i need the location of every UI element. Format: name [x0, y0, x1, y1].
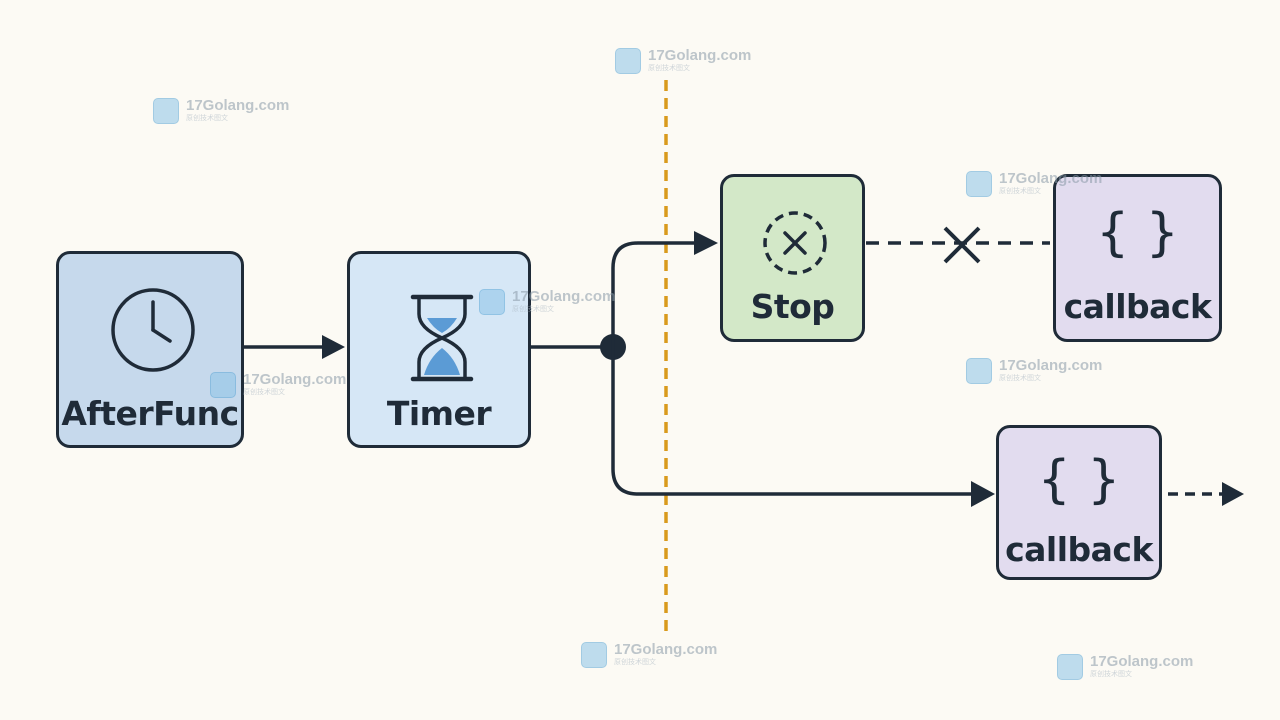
callback-fired-label: callback — [1005, 530, 1153, 569]
arrowhead-callback — [971, 481, 995, 507]
afterfunc-label: AfterFunc — [61, 394, 239, 433]
afterfunc-node: AfterFunc — [56, 251, 244, 448]
callback-fired-node: { } callback — [996, 425, 1162, 580]
stop-label: Stop — [750, 287, 835, 326]
stop-node: Stop — [720, 174, 865, 342]
cross-icon — [943, 226, 981, 264]
arrow-branch-to-callback — [611, 347, 973, 496]
timer-node: Timer — [347, 251, 531, 448]
clock-icon — [111, 288, 195, 372]
arrowhead-timer — [322, 335, 345, 359]
callback-cancelled-node: { } callback — [1053, 174, 1222, 342]
timer-label: Timer — [386, 394, 492, 433]
braces-icon: { } — [1037, 450, 1121, 510]
arrowhead-stop — [694, 231, 718, 255]
arrow-branch-to-stop — [611, 241, 697, 347]
callback-cancelled-label: callback — [1063, 287, 1212, 326]
arrowhead-continue — [1222, 482, 1244, 506]
hourglass-icon — [410, 294, 474, 382]
cancel-circle-icon — [763, 211, 827, 275]
braces-icon: { } — [1096, 203, 1179, 263]
